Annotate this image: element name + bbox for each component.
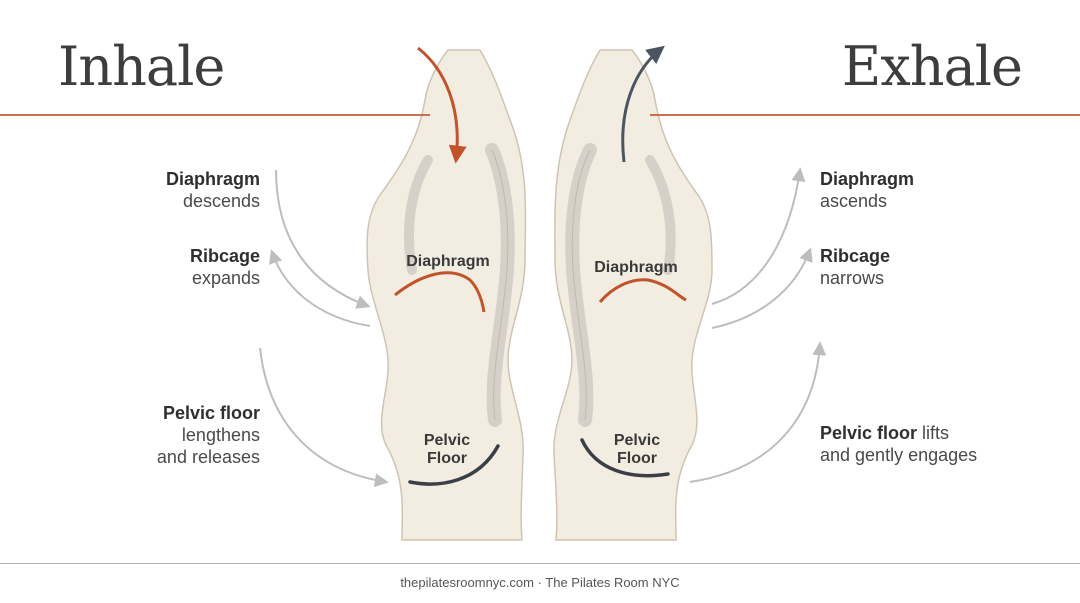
inhale-torso	[366, 49, 527, 541]
inhale-diaphragm-arrow	[275, 169, 371, 309]
inhale-ribcage-label: Ribcage expands	[190, 245, 260, 289]
inhale-inner-floor: Floor	[427, 450, 467, 467]
inhale-diaphragm-bold: Diaphragm	[165, 169, 260, 189]
inhale-title: Inhale	[58, 35, 225, 98]
inhale-pelvic-text2: and releases	[156, 447, 260, 467]
exhale-ribcage-text: narrows	[820, 268, 885, 288]
exhale-airflow-arrow	[621, 45, 665, 163]
exhale-ribcage-label: Ribcage narrows	[820, 245, 890, 289]
exhale-pelvic-arrow	[689, 341, 827, 483]
exhale-title-rule	[650, 114, 1080, 116]
exhale-inner-pelvic-floor: Pelvic Floor	[597, 432, 677, 468]
exhale-pelvic-text2: and gently engages	[820, 445, 978, 465]
inhale-inner-diaphragm: Diaphragm	[406, 253, 490, 270]
exhale-diaphragm-arrow	[711, 167, 806, 305]
inhale-pelvic-label: Pelvic floor lengthens and releases	[157, 402, 260, 468]
inhale-ribcage-text: expands	[191, 268, 260, 288]
inhale-title-rule	[0, 114, 430, 116]
inhale-airflow-arrow	[417, 46, 467, 164]
inhale-ribcage-bold: Ribcage	[189, 246, 260, 266]
inhale-inner-pelvic: Pelvic	[423, 432, 471, 449]
exhale-ribcage-arrow	[711, 247, 813, 329]
exhale-inner-diaphragm: Diaphragm	[594, 259, 678, 276]
exhale-pelvic-bold: Pelvic floor	[820, 423, 918, 443]
exhale-title: Exhale	[841, 35, 1023, 98]
inhale-pelvic-arrow	[259, 347, 389, 488]
exhale-inner-pelvic: Pelvic	[613, 432, 661, 449]
inhale-pelvic-text1: lengthens	[181, 425, 260, 445]
footer-credit: thepilatesroomnyc.com · The Pilates Room…	[400, 575, 680, 590]
inhale-ribcage-arrow	[269, 249, 371, 327]
exhale-inner-floor: Floor	[617, 450, 657, 467]
inhale-inner-pelvic-floor: Pelvic Floor	[407, 432, 487, 468]
inhale-pelvic-bold: Pelvic floor	[162, 403, 260, 423]
inhale-diaphragm-label: Diaphragm descends	[166, 168, 260, 212]
exhale-torso	[553, 49, 713, 541]
exhale-pelvic-text1: lifts	[917, 423, 950, 443]
footer-divider	[0, 563, 1080, 564]
exhale-pelvic-label: Pelvic floor lifts and gently engages	[820, 422, 977, 466]
exhale-ribcage-bold: Ribcage	[820, 246, 891, 266]
exhale-diaphragm-text: ascends	[820, 191, 888, 211]
exhale-diaphragm-bold: Diaphragm	[820, 169, 915, 189]
exhale-diaphragm-label: Diaphragm ascends	[820, 168, 914, 212]
inhale-diaphragm-text: descends	[182, 191, 260, 211]
